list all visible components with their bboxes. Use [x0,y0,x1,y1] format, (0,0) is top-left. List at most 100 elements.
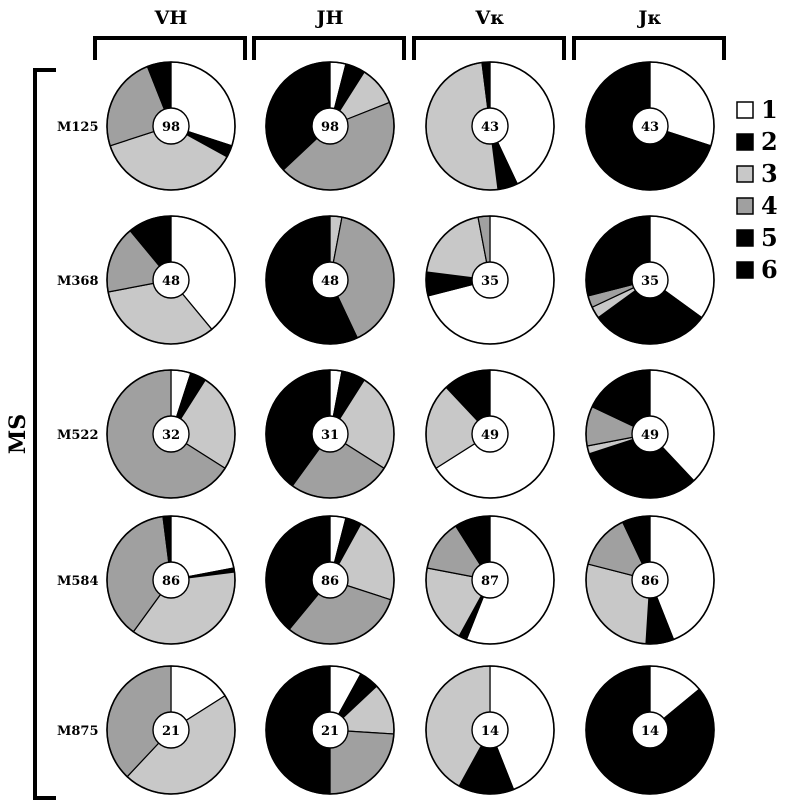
pie-M368-1: 48 [265,215,395,345]
legend-item-6: 6 [736,255,778,284]
pie-outline [585,61,715,191]
pie-M522-3: 49 [585,369,715,499]
legend-item-4: 4 [736,191,778,220]
pie-center [471,415,509,453]
pie-M875-0: 21 [106,665,236,795]
pie-count-label: 21 [162,724,180,739]
column-label-0: VH [154,7,188,29]
pie-center [311,561,349,599]
legend-label: 5 [761,223,778,252]
pie-center [631,415,669,453]
pie-outline [585,215,715,345]
pie-count-label: 87 [481,574,499,589]
legend-swatch [736,165,754,183]
pie-count-label: 86 [641,574,659,589]
column-headers: VH JH Vκ Jκ [154,7,662,29]
column-label-1: JH [315,7,344,29]
legend-label: 3 [761,159,778,188]
pie-count-label: 43 [641,120,659,135]
pie-outline [265,61,395,191]
legend-label: 6 [761,255,778,284]
pie-outline [585,369,715,499]
pie-count-label: 35 [641,274,659,289]
pie-outline [425,61,555,191]
legend-swatch [736,197,754,215]
pie-M522-1: 31 [265,369,395,499]
legend-swatch [736,261,754,279]
group-bracket-line [33,68,56,800]
group-bracket: MS [5,68,56,800]
column-label-3: Jκ [636,7,661,29]
legend-item-1: 1 [736,95,778,124]
pie-M125-0: 98 [106,61,236,191]
pie-count-label: 32 [162,428,180,443]
pie-center [631,711,669,749]
pie-outline [106,369,236,499]
legend-swatch [736,229,754,247]
pie-M368-2: 35 [425,215,555,345]
pie-outline [106,61,236,191]
pie-center [471,261,509,299]
pie-M584-2: 87 [425,515,555,645]
pie-count-label: 14 [641,724,659,739]
pie-count-label: 31 [321,428,339,443]
pie-outline [106,215,236,345]
pie-count-label: 35 [481,274,499,289]
pie-count-label: 86 [321,574,339,589]
pie-count-label: 49 [641,428,659,443]
pie-count-label: 98 [321,120,339,135]
legend-swatch [736,101,754,119]
pie-M125-3: 43 [585,61,715,191]
legend-item-2: 2 [736,127,778,156]
pie-center [471,107,509,145]
column-label-2: Vκ [475,7,505,29]
pie-outline [425,515,555,645]
pie-outline [425,215,555,345]
pie-center [311,107,349,145]
pie-count-label: 49 [481,428,499,443]
pie-count-label: 48 [321,274,339,289]
pie-count-label: 98 [162,120,180,135]
legend-label: 4 [761,191,778,220]
pie-center [631,107,669,145]
pie-outline [265,215,395,345]
pie-center [631,261,669,299]
pie-center [631,561,669,599]
pie-M875-2: 14 [425,665,555,795]
column-bracket-0 [93,36,247,60]
pie-center [311,415,349,453]
pie-outline [106,515,236,645]
pie-M584-3: 86 [585,515,715,645]
pie-center [152,261,190,299]
legend: 1 2 3 4 5 6 [736,95,778,284]
pie-M125-1: 98 [265,61,395,191]
legend-item-3: 3 [736,159,778,188]
pie-M875-1: 21 [265,665,395,795]
pie-center [152,561,190,599]
pie-M368-0: 48 [106,215,236,345]
legend-item-5: 5 [736,223,778,252]
pie-outline [265,515,395,645]
pie-M875-3: 14 [585,665,715,795]
pie-M522-0: 32 [106,369,236,499]
pie-M584-0: 86 [106,515,236,645]
row-label-4: M875 [57,724,99,739]
pie-count-label: 48 [162,274,180,289]
pie-center [152,415,190,453]
pie-center [152,711,190,749]
row-label-2: M522 [57,428,99,443]
pie-outline [265,665,395,795]
legend-label: 2 [761,127,778,156]
pie-outline [265,369,395,499]
pie-outline [585,515,715,645]
group-label: MS [5,414,31,454]
pie-center [311,711,349,749]
column-bracket-3 [572,36,726,60]
legend-label: 1 [761,95,778,124]
pie-M125-2: 43 [425,61,555,191]
legend-swatch [736,133,754,151]
pie-count-label: 86 [162,574,180,589]
